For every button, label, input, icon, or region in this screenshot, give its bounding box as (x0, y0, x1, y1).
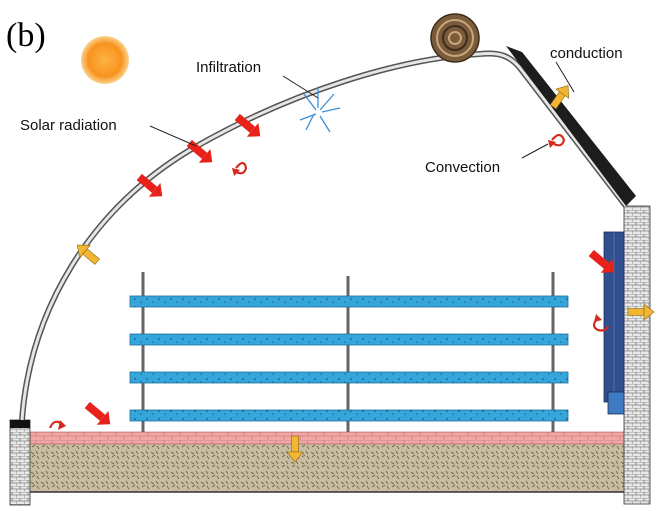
rear-roof-panel (506, 46, 636, 206)
shelf-rack (129, 272, 569, 432)
infiltration-label: Infiltration (196, 59, 261, 76)
solar-radiation-label: Solar radiation (20, 117, 117, 134)
leader-lines (149, 61, 575, 159)
shelf-4 (129, 409, 569, 422)
left-footing (9, 419, 31, 506)
sun-icon (81, 36, 129, 84)
convection-label: Convection (425, 159, 500, 176)
conduction-label: conduction (550, 45, 623, 62)
brick-floor (29, 431, 627, 445)
back-wall (623, 205, 651, 505)
heat-loss-arrows (76, 85, 655, 463)
panel-label: (b) (6, 17, 46, 54)
solar-radiation-arrows (84, 113, 615, 425)
shelf-1 (129, 295, 569, 308)
wall-box (607, 391, 625, 415)
convection-arrows (48, 133, 610, 430)
infiltration-arrows (299, 88, 341, 133)
soil-ground (28, 444, 626, 492)
shelf-3 (129, 371, 569, 384)
shelf-2 (129, 333, 569, 346)
rolled-blanket-icon (430, 13, 480, 63)
